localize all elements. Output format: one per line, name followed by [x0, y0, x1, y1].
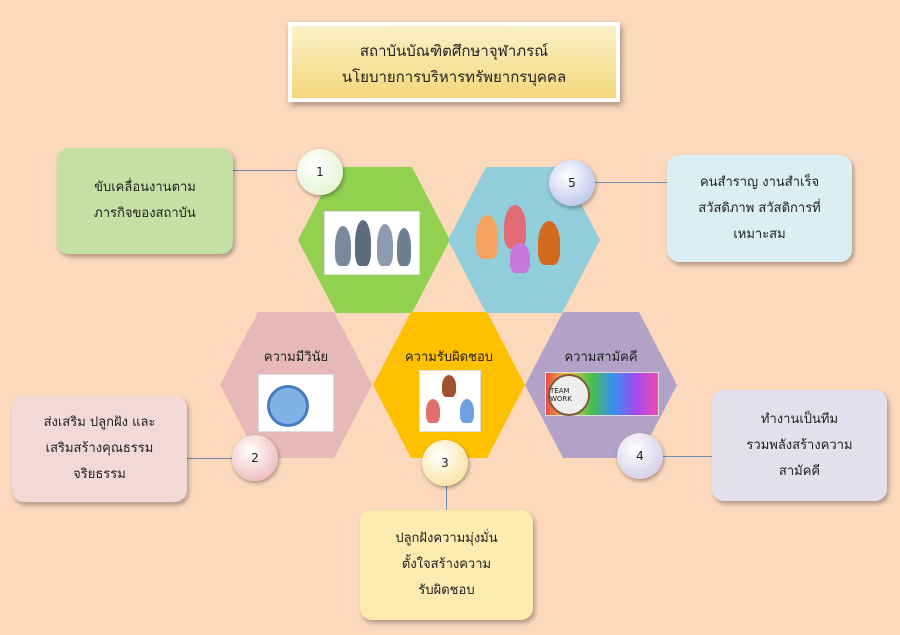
connector-1: [233, 170, 298, 171]
number-badge-2: 2: [232, 435, 278, 481]
item-4-line-3: สามัคคี: [778, 463, 821, 479]
connector-4: [660, 456, 712, 457]
item-5-line-1: คนสำราญ งานสำเร็จ: [699, 174, 820, 190]
item-2-line-3: จริยธรรม: [73, 467, 126, 482]
number-badge-3: 3: [422, 440, 468, 486]
connector-5: [595, 182, 667, 183]
teamwork-image: TEAM WORK: [545, 372, 659, 416]
item-4-line-1: ทำงานเป็นทีม: [760, 411, 839, 427]
clock-discipline-image: [258, 374, 334, 432]
item-box-1: ขับเคลื่อนงานตามภารกิจของสถาบัน: [57, 148, 233, 254]
number-badge-4: 4: [617, 433, 663, 479]
number-badge-5: 5: [549, 160, 595, 206]
title-line-1: สถาบันบัณฑิตศึกษาจุฬาภรณ์: [359, 42, 549, 60]
item-3-line-3: รับผิดชอบ: [418, 583, 475, 598]
hexagon-unity: ความสามัคคี TEAM WORK: [525, 312, 677, 458]
item-3-line-2: ตั้งใจสร้างความ: [401, 557, 492, 572]
children-image: [474, 203, 566, 273]
item-2-line-2: เสริมสร้างคุณธรรม: [45, 441, 154, 456]
item-box-4: ทำงานเป็นทีมรวมพลังสร้างความสามัคคี: [712, 390, 887, 501]
title-banner: สถาบันบัณฑิตศึกษาจุฬาภรณ์ นโยบายการบริหา…: [288, 22, 620, 102]
item-5-line-2: สวัสดิภาพ สวัสดิการที่: [698, 200, 821, 216]
title-line-2: นโยบายการบริหารทรัพยากรบุคคล: [341, 68, 567, 86]
item-box-2: ส่งเสริม ปลูกฝัง และเสริมสร้างคุณธรรมจริ…: [12, 396, 187, 502]
classroom-image: [419, 370, 481, 432]
hexagon-label-unity: ความสามัคคี: [564, 350, 638, 365]
hexagon-discipline: ความมีวินัย: [220, 312, 372, 458]
hexagon-label-discipline: ความมีวินัย: [263, 350, 329, 365]
hexagon-label-responsibility: ความรับผิดชอบ: [404, 350, 494, 365]
hexagon-mission: [298, 167, 450, 313]
connector-2: [187, 458, 237, 459]
item-2-line-1: ส่งเสริม ปลูกฝัง และ: [43, 415, 156, 430]
number-badge-1: 1: [297, 149, 343, 195]
item-box-3: ปลูกฝังความมุ่งมั่นตั้งใจสร้างความรับผิด…: [360, 510, 533, 620]
item-4-line-2: รวมพลังสร้างความ: [746, 437, 853, 453]
connector-3: [446, 480, 447, 510]
item-5-line-3: เหมาะสม: [733, 226, 786, 242]
item-3-line-1: ปลูกฝังความมุ่งมั่น: [395, 531, 498, 546]
teamwork-wheel: TEAM WORK: [548, 374, 590, 416]
business-meeting-image: [324, 211, 420, 275]
item-1-line-2: ภารกิจของสถาบัน: [94, 206, 196, 221]
hexagon-responsibility: ความรับผิดชอบ: [373, 312, 525, 458]
item-1-line-1: ขับเคลื่อนงานตาม: [94, 180, 196, 195]
item-box-5: คนสำราญ งานสำเร็จสวัสดิภาพ สวัสดิการที่เ…: [667, 155, 852, 262]
